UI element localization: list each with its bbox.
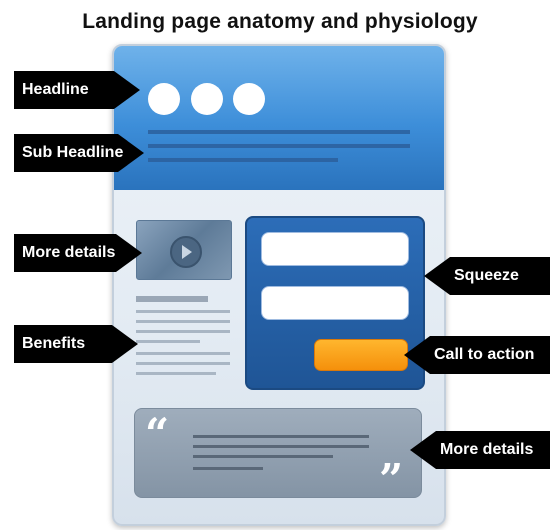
testimonial-line [193, 455, 333, 458]
benefits-line [136, 362, 230, 365]
squeeze-form [245, 216, 425, 390]
diagram-title: Landing page anatomy and physiology [82, 10, 478, 33]
label-squeeze: Squeeze [424, 257, 550, 295]
label-headline: Headline [14, 71, 140, 109]
benefits-line [136, 340, 200, 343]
label-more-details-video: More details [14, 234, 142, 272]
label-more-details-testimonial: More details [410, 431, 550, 469]
benefits-line [136, 330, 230, 333]
landing-page-mockup: “ ” [112, 44, 446, 526]
header-banner [114, 46, 444, 190]
subheadline-line-2 [148, 144, 410, 148]
quote-close-icon: ” [379, 455, 404, 504]
subheadline-line-1 [148, 130, 410, 134]
testimonial-box: “ ” [134, 408, 422, 504]
benefits-line [136, 310, 230, 313]
play-icon [170, 236, 202, 268]
label-call-to-action: Call to action [404, 336, 550, 374]
form-field-1[interactable] [261, 232, 409, 266]
testimonial-line [193, 445, 369, 448]
label-benefits: Benefits [14, 325, 138, 363]
headline-dot-3 [233, 83, 265, 115]
headline-dot-2 [191, 83, 223, 115]
quote-open-icon: “ [145, 409, 170, 458]
benefits-line [136, 320, 230, 323]
benefits-line [136, 372, 216, 375]
call-to-action-button[interactable] [314, 339, 408, 371]
benefits-line [136, 352, 230, 355]
label-sub-headline: Sub Headline [14, 134, 144, 172]
subheadline-line-3 [148, 158, 338, 162]
testimonial-line [193, 435, 369, 438]
testimonial-line [193, 467, 263, 470]
video-thumbnail [136, 220, 232, 280]
benefits-heading-line [136, 296, 208, 302]
headline-dot-1 [148, 83, 180, 115]
form-field-2[interactable] [261, 286, 409, 320]
